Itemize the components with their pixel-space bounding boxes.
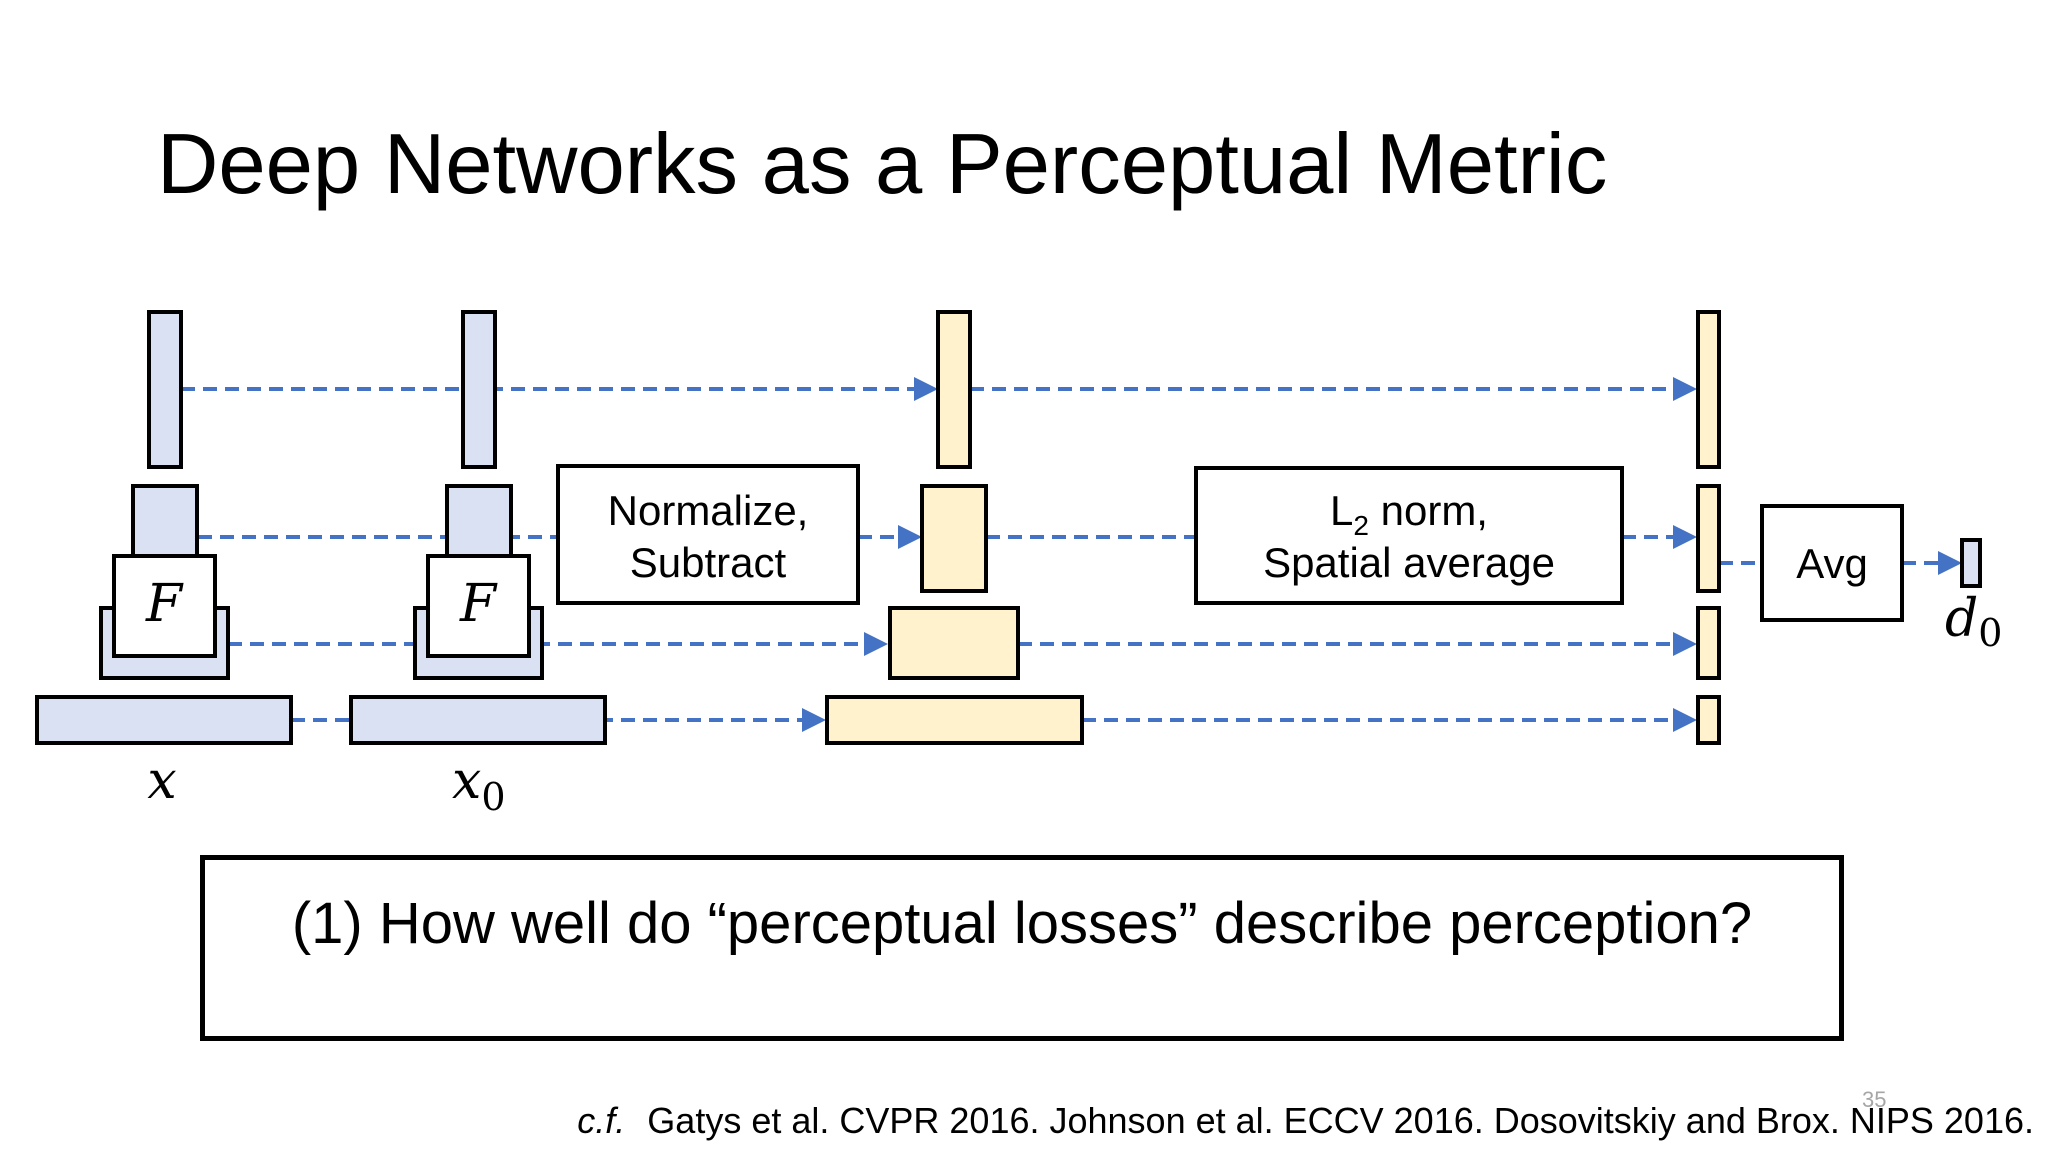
network-f-box-x0 (426, 554, 531, 658)
network-f-box-x (112, 554, 217, 658)
slide-title: Deep Networks as a Perceptual Metric (157, 117, 1608, 212)
layer-distances (1696, 310, 1721, 745)
feature-x0-layer1 (461, 310, 497, 469)
dist-layer2 (1696, 484, 1721, 593)
lpips-diagram: F F Normalize, Subtract L2 norm, Spatial… (35, 310, 2002, 819)
input-x0-label: x0 (452, 751, 506, 819)
difference-features (825, 310, 1084, 745)
diff-layer3 (888, 606, 1020, 680)
diff-layer4 (825, 695, 1084, 745)
network-x0: F (349, 310, 607, 745)
dist-layer1 (1696, 310, 1721, 469)
diff-layer2 (920, 484, 988, 593)
network-f-label-x: F (145, 574, 184, 634)
network-f-label-x0: F (459, 574, 498, 634)
feature-x0-layer4 (349, 695, 607, 745)
citation-text: Gatys et al. CVPR 2016. Johnson et al. E… (647, 1100, 2034, 1141)
dist-layer3 (1696, 606, 1721, 680)
output-d0-label: d0 (1945, 589, 2002, 655)
citation: c.f. Gatys et al. CVPR 2016. Johnson et a… (577, 1100, 2034, 1142)
diff-layer1 (936, 310, 972, 469)
network-x: F (35, 310, 293, 745)
feature-x-layer1 (147, 310, 183, 469)
question-box: (1) How well do “perceptual losses” desc… (200, 855, 1844, 1041)
avg-box: Avg (1760, 504, 1904, 622)
feature-x-layer2 (131, 484, 199, 558)
l2-label-line1: L2 norm, (1330, 487, 1488, 541)
citation-prefix: c.f. (577, 1100, 626, 1141)
l2-label-line2: Spatial average (1263, 539, 1555, 586)
dist-layer4 (1696, 695, 1721, 745)
normalize-box: Normalize, Subtract (556, 464, 860, 605)
l2-norm-box: L2 norm, Spatial average (1194, 466, 1624, 605)
normalize-label-line1: Normalize, (608, 487, 809, 534)
avg-label: Avg (1796, 540, 1868, 587)
feature-x-layer4 (35, 695, 293, 745)
page-number: 35 (1862, 1087, 1887, 1112)
input-x-label: x (147, 751, 176, 811)
feature-x0-layer2 (445, 484, 513, 558)
question-text: (1) How well do “perceptual losses” desc… (291, 891, 1753, 956)
normalize-label-line2: Subtract (630, 539, 787, 586)
output-d0-block (1960, 538, 1982, 588)
